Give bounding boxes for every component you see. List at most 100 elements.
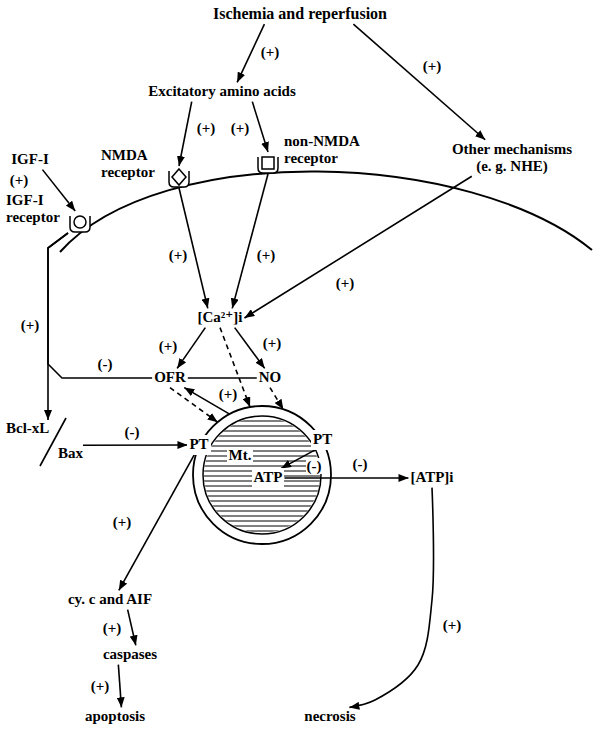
pathway-arrow [118,665,121,708]
hatch-line [192,496,332,497]
hatch-line [192,506,332,507]
node-text: PT [189,436,208,452]
node-text: Other mechanisms (e. g. NHE) [452,141,572,174]
node-text: IGF-I receptor [6,192,64,227]
energy-label: ATP [252,468,285,487]
radical-label: NO [257,368,284,387]
effect-sign: (+) [9,172,30,188]
receptor-icon [68,211,92,233]
effect-sign: (+) [90,678,111,694]
node-text: IGF-I [11,151,49,167]
node-text: Bax [58,445,83,462]
effect-sign: (+) [262,335,283,351]
node-text: caspases [103,646,157,662]
hatch-line [192,516,332,517]
effect-sign: (+) [256,247,277,263]
cause-label: Ischemia and reperfusion [211,4,389,24]
effect-sign: (+) [442,617,463,633]
hatch-line [192,451,332,452]
receptor-site [74,216,86,228]
node-text: ATP [254,469,283,485]
effect-sign: (+) [168,247,189,263]
receptor-symbol: NMDA receptor [167,166,191,188]
effect-sign: (-) [124,424,141,440]
effect-sign: (+) [260,44,281,60]
hatch-line [192,511,332,512]
hatch-line [192,411,332,412]
pathway-arrow [83,444,187,446]
pathway-arrow [179,102,192,166]
enzyme-label: caspases [101,645,159,664]
receptor-symbol: IGF-I receptor [68,211,92,233]
pathway-arrow [235,328,265,369]
node-text: [Ca²⁺]i [198,309,243,325]
effect-sign: (+) [218,386,239,402]
node-text: apoptosis [85,708,145,724]
ion-label: [Ca²⁺]i [196,308,245,327]
node-text: Excitatory amino acids [148,83,296,99]
protein-pair: Bcl-xL Bax [6,420,83,462]
effect-sign: (-) [352,456,369,472]
node-text: necrosis [304,708,355,724]
effect-sign: (+) [102,620,123,636]
node-text: NMDA receptor [101,147,163,182]
mediator-label: Excitatory amino acids [146,82,298,101]
hatch-line [192,501,332,502]
node-text: Bcl-xL [6,420,49,437]
effect-sign: (+) [158,338,179,354]
effect-sign: (-) [97,356,114,372]
receptor-icon [256,152,280,174]
energy-label: [ATP]i [408,468,455,487]
effect-sign: (-) [306,458,323,474]
pathway-arrow [42,170,75,211]
cell-membrane [60,171,592,252]
pore-label: PT [187,435,210,454]
hatch-line [192,456,332,457]
pathway-arrow [349,488,433,708]
mitochondrion: Mt.PTPTATP [192,405,332,545]
hatch-line [192,421,332,422]
mechanism-label: Other mechanisms (e. g. NHE) [445,140,579,177]
ligand-label: IGF-I [9,150,51,169]
receptor-icon [167,166,191,188]
pathway-arrow [48,233,152,378]
node-text: OFR [154,369,186,385]
effect-sign: (+) [422,58,443,74]
effect-sign: (+) [196,120,217,136]
node-text: [ATP]i [410,469,453,485]
node-text: non-NMDA receptor [284,133,368,168]
effect-sign: (+) [20,317,41,333]
pathway-arrow [232,174,268,308]
hatch-line [192,491,332,492]
hatch-line [192,521,332,522]
receptor-site [262,157,274,169]
hatch-line [192,541,332,542]
pathway-arrow [244,176,471,318]
node-text: NO [259,369,282,385]
pathway-arrow [188,377,257,379]
hatch-line [192,536,332,537]
receptor-cup [70,216,90,232]
outcome-label: apoptosis [83,707,147,726]
pathway-arrow [48,233,68,420]
pathway-arrow [284,477,408,479]
node-text: Ischemia and reperfusion [213,5,387,22]
hatch-line [192,526,332,527]
pathway-arrow [252,102,268,152]
receptor-site [172,169,186,185]
outcome-label: necrosis [302,707,357,726]
factor-label: cy. c and AIF [66,590,154,609]
pathway-arrow [353,24,485,140]
receptor-cup [258,157,278,173]
effect-sign: (+) [112,514,133,530]
outer-membrane [193,406,331,544]
effect-sign: (+) [230,120,251,136]
pathway-arrow [177,328,205,369]
pathway-arrow [128,610,136,646]
pore-label: PT [311,430,334,449]
node-text: PT [313,431,332,447]
